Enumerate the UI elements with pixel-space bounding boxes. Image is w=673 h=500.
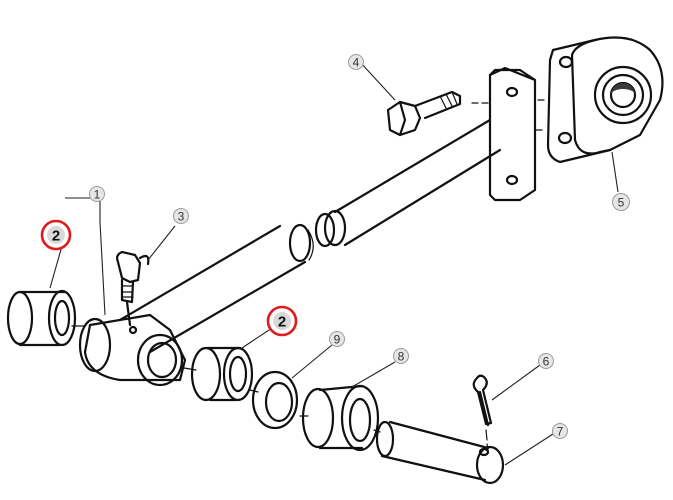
callout-6: 6 (538, 353, 554, 369)
callout-2-highlighted-left: 2 (40, 219, 72, 251)
alignment-dash (535, 99, 545, 131)
leader-1 (65, 197, 106, 316)
callout-3-label: 3 (178, 210, 185, 224)
split-pin-dash (485, 429, 489, 451)
callout-9-label: 9 (334, 333, 341, 347)
leader-9 (291, 344, 333, 379)
leader-7 (504, 433, 554, 466)
callout-5-label: 5 (618, 196, 625, 210)
seal-ring-part (251, 370, 299, 430)
bushing-left-part (6, 289, 77, 347)
leader-3 (147, 225, 176, 261)
bushing-middle-dash (183, 367, 197, 371)
split-pin-part (472, 374, 493, 427)
grease-nipple-part (116, 250, 150, 327)
leader-2b (241, 327, 273, 349)
pin-part (375, 420, 505, 485)
callout-1: 1 (89, 186, 105, 202)
mounting-bracket-part (546, 36, 664, 164)
leader-4 (359, 61, 396, 101)
callout-5: 5 (612, 193, 630, 211)
callout-9: 9 (329, 331, 345, 347)
leader-2a (49, 245, 63, 289)
callout-4-label: 4 (353, 56, 360, 70)
callout-7: 7 (552, 423, 568, 439)
bolt-part (386, 90, 462, 137)
callout-1-label: 1 (94, 188, 101, 202)
leader-8 (351, 361, 396, 388)
leader-5 (611, 151, 619, 193)
callout-3: 3 (173, 208, 189, 224)
bushing-middle-part (190, 346, 254, 402)
callout-2a-label: 2 (52, 228, 60, 245)
pivot-arm-part (78, 66, 537, 387)
seal-dash (249, 389, 259, 393)
callout-4: 4 (348, 54, 364, 70)
callout-2-highlighted-middle: 2 (266, 305, 298, 337)
leader-6 (491, 364, 541, 401)
callout-7-label: 7 (557, 425, 564, 439)
pin-dash (373, 429, 381, 433)
spacer-part (301, 384, 380, 452)
callout-2b-label: 2 (278, 314, 286, 331)
callout-6-label: 6 (543, 355, 550, 369)
callout-8: 8 (393, 348, 409, 364)
callout-8-label: 8 (398, 350, 405, 364)
